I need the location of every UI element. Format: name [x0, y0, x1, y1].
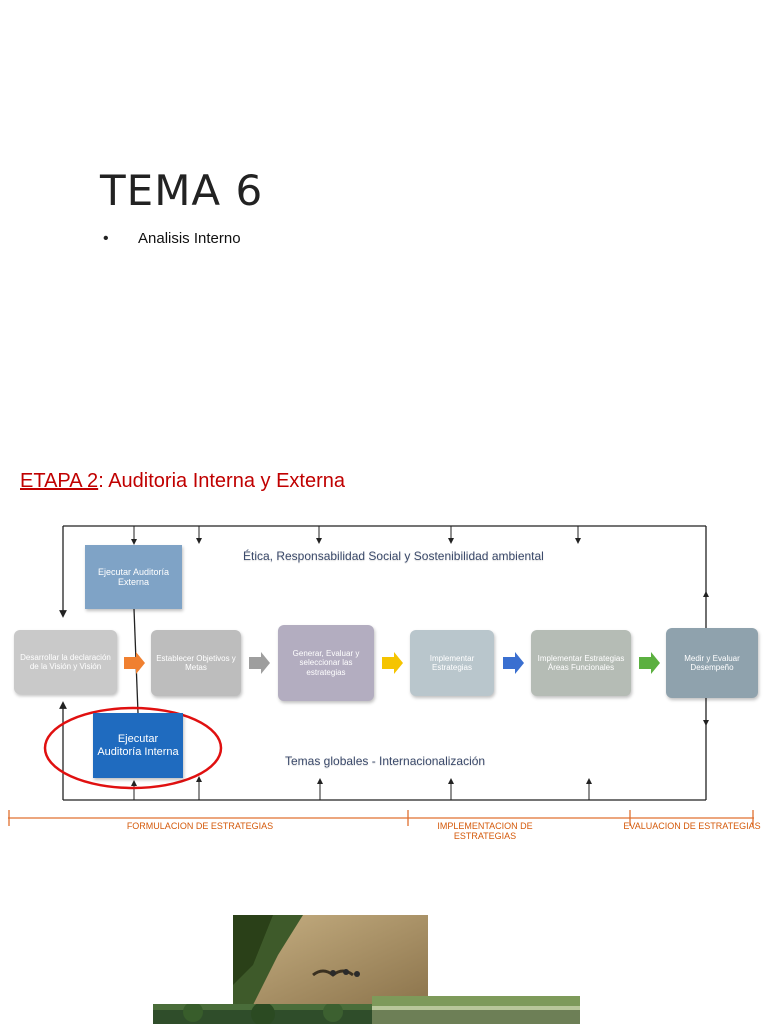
step-functional-areas-box: Implementar Estrategias Áreas Funcionale… [531, 630, 631, 696]
external-audit-box: Ejecutar Auditoría Externa [85, 545, 182, 609]
step-measure-box: Medir y Evaluar Desempeño [666, 628, 758, 698]
bullet-text: Analisis Interno [138, 230, 241, 247]
step-vision-box: Desarrollar la declaración de la Visión … [14, 630, 117, 694]
step-implement-strategies-box: Implementar Estrategias [410, 630, 494, 696]
etapa-rest: : Auditoria Interna y Externa [98, 470, 345, 492]
global-themes-label: Temas globales - Internacionalización [285, 754, 486, 768]
river-photo [233, 915, 428, 1005]
phase-implementation: IMPLEMENTACION DE ESTRATEGIAS [437, 821, 533, 841]
flow-arrow-5 [639, 652, 660, 674]
lake-photo [372, 996, 580, 1024]
bullet-marker: • [103, 230, 109, 247]
flow-arrow-1 [124, 652, 145, 674]
slide-title: TEMA 6 [100, 166, 264, 215]
ethics-label: Ética, Responsabilidad Social y Sostenib… [243, 549, 544, 563]
step-generate-strategies-box: Generar, Evaluar y seleccionar las estra… [278, 625, 374, 701]
forest-photo [153, 1004, 373, 1024]
etapa-prefix: ETAPA 2 [20, 470, 99, 492]
flow-arrow-2 [249, 652, 270, 674]
step-objectives-box: Establecer Objetivos y Metas [151, 630, 241, 696]
internal-audit-box: Ejecutar Auditoría Interna [93, 713, 183, 778]
phase-evaluation: EVALUACION DE ESTRATEGIAS [623, 821, 761, 831]
phase-formulation: FORMULACION DE ESTRATEGIAS [126, 821, 274, 831]
etapa-heading: ETAPA 2: Auditoria Interna y Externa [20, 470, 345, 493]
flow-arrow-3 [382, 652, 403, 674]
flow-arrow-4 [503, 652, 524, 674]
